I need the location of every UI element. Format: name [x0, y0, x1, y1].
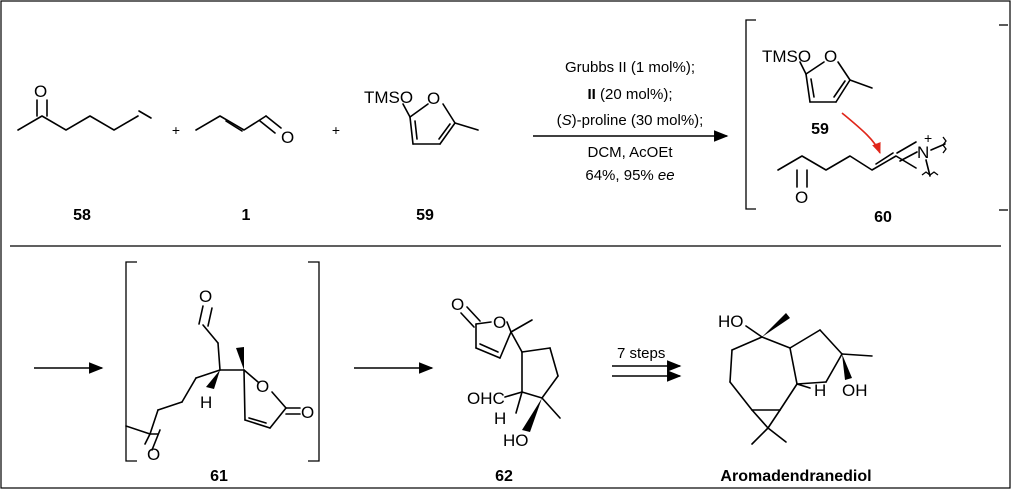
compound-label-aromadendranediol: Aromadendranediol [720, 468, 871, 485]
compound-58: O 58 [17, 82, 152, 224]
plus-sign: + [172, 122, 180, 138]
condition-line-4: DCM, AcOEt [587, 144, 673, 161]
condition-line-1: Grubbs II (1 mol%); [565, 59, 695, 76]
atom-ho: HO [718, 312, 744, 331]
electron-push-arrow [841, 112, 881, 155]
bracket-left [125, 261, 137, 462]
atom-o: O [301, 403, 314, 422]
atom-o: O [199, 287, 212, 306]
reaction-arrow-1: Grubbs II (1 mol%); II (20 mol%); (S)-pr… [533, 59, 729, 184]
compound-label-61: 61 [210, 468, 228, 485]
plus-sign: + [332, 122, 340, 138]
atom-oh: OH [842, 381, 868, 400]
bracket-right [308, 261, 320, 462]
reaction-arrow-multistep: 7 steps [612, 345, 682, 382]
compound-label-1: 1 [242, 207, 251, 224]
condition-line-2: II (20 mol%); [587, 86, 672, 103]
condition-line-5: 64%, 95% ee [585, 167, 674, 184]
atom-ohc: OHC [467, 389, 505, 408]
atom-tmso: TMSO [364, 88, 413, 107]
atom-h: H [200, 393, 212, 412]
positive-charge: + [924, 130, 932, 146]
compound-label-62: 62 [495, 468, 513, 485]
bracket-left [745, 19, 756, 210]
compound-label-59: 59 [416, 207, 434, 224]
atom-o: O [824, 47, 837, 66]
compound-label-59: 59 [811, 121, 829, 138]
atom-o: O [451, 295, 464, 314]
compound-label-60: 60 [874, 209, 892, 226]
compound-61: O H O O O 61 [125, 261, 320, 485]
atom-o: O [427, 89, 440, 108]
atom-h: H [814, 381, 826, 400]
compound-aromadendranediol: HO OH H Aromadendranediol [718, 312, 873, 485]
compound-label-58: 58 [73, 207, 91, 224]
atom-o: O [795, 188, 808, 207]
atom-h: H [494, 409, 506, 428]
atom-ho: HO [503, 431, 529, 450]
compound-1: O 1 [195, 115, 294, 224]
compound-59: TMSO O 59 [364, 88, 479, 224]
atom-o: O [256, 377, 269, 396]
step-count-label: 7 steps [617, 345, 665, 362]
compound-62: O O OHC H HO 62 [451, 295, 561, 485]
compound-60: TMSO O 59 O N + 60 [745, 19, 1008, 226]
atom-tmso: TMSO [762, 47, 811, 66]
atom-o: O [281, 128, 294, 147]
atom-n: N [917, 143, 929, 162]
condition-line-3: (S)-proline (30 mol%); [557, 112, 704, 129]
atom-o: O [147, 445, 160, 464]
atom-o: O [493, 313, 506, 332]
atom-o: O [34, 82, 47, 101]
